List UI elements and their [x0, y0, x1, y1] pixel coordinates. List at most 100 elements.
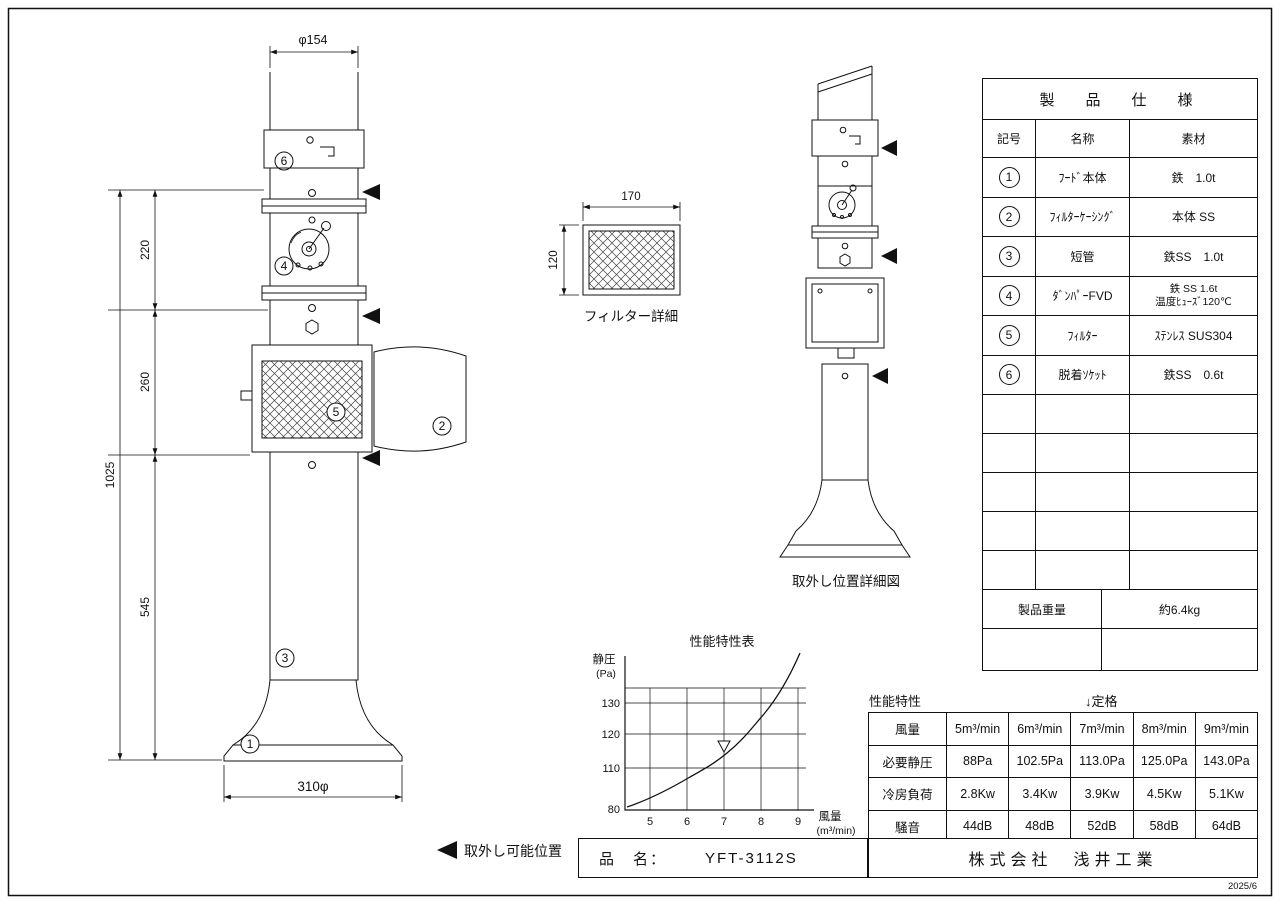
- filter-mesh: [588, 230, 675, 290]
- perf-cell: 113.0Pa: [1070, 745, 1132, 777]
- x-tick: 6: [684, 816, 690, 828]
- page-border: [7, 7, 1273, 897]
- perf-cell: 88Pa: [946, 745, 1008, 777]
- perf-cell: 5m³/min: [946, 713, 1008, 745]
- perf-cell: 64dB: [1194, 810, 1257, 842]
- perf-cell: 7m³/min: [1070, 713, 1132, 745]
- filter-mesh: [261, 360, 363, 439]
- dim-seg-top: 220: [138, 240, 152, 260]
- callout-damper: 4: [281, 259, 288, 273]
- dim-seg-mid: 260: [138, 372, 152, 392]
- perf-cell: 125.0Pa: [1132, 745, 1195, 777]
- spec-name: 短管: [1035, 237, 1129, 276]
- callout-circle: [326, 402, 346, 422]
- company-box: 株式会社 浅井工業: [868, 838, 1258, 878]
- perf-cell: 6m³/min: [1008, 713, 1070, 745]
- callout-door: 2: [439, 419, 446, 433]
- perf-row-label: 必要静圧: [882, 755, 933, 770]
- x-tick: 7: [721, 816, 727, 828]
- callout-circle: [432, 416, 452, 436]
- dim-bottom-diameter: 310φ: [297, 779, 329, 794]
- perf-cell: 2.8Kw: [946, 778, 1008, 810]
- x-axis-unit: (m³/min): [816, 825, 855, 837]
- part-number: YFT-3112S: [705, 849, 798, 867]
- callout-socket: 6: [281, 154, 288, 168]
- part-name-box: 品 名： YFT-3112S: [578, 838, 868, 878]
- dim-seg-bottom: 545: [138, 597, 152, 617]
- filter-detail-title: フィルター詳細: [584, 309, 678, 324]
- callout-circle: [275, 648, 295, 668]
- spec-empty-row: [983, 511, 1257, 550]
- x-tick: 5: [647, 816, 653, 828]
- dim-total-height: 1025: [103, 461, 117, 488]
- spec-material: ｽﾃﾝﾚｽ SUS304: [1129, 316, 1257, 355]
- spec-name: 脱着ｿｹｯﾄ: [1035, 355, 1129, 394]
- y-tick: 110: [602, 763, 620, 775]
- rated-point-marker-icon: [717, 740, 731, 754]
- performance-curve: [626, 652, 801, 808]
- perf-cell: 8m³/min: [1132, 713, 1195, 745]
- perf-row-cooling-load: 冷房負荷 2.8Kw 3.4Kw 3.9Kw 4.5Kw 5.1Kw: [869, 777, 1257, 810]
- removal-position-view: 取外し位置詳細図: [779, 65, 911, 589]
- callout-circle: [274, 151, 294, 171]
- spec-row: 2 ﾌｨﾙﾀｰｹｰｼﾝｸﾞ 本体 SS: [983, 196, 1257, 236]
- perf-cell: 3.9Kw: [1070, 778, 1132, 810]
- perf-cell: 3.4Kw: [1008, 778, 1070, 810]
- perf-section-label: 性能特性: [869, 694, 922, 709]
- perf-cell: 5.1Kw: [1194, 778, 1257, 810]
- perf-cell: 4.5Kw: [1132, 778, 1195, 810]
- perf-row-label: 冷房負荷: [882, 788, 933, 803]
- spec-empty-row: [983, 628, 1257, 670]
- drawing-date: 2025/6: [1228, 881, 1257, 892]
- perf-row-airflow: 風量 5m³/min 6m³/min 7m³/min 8m³/min 9m³/m…: [869, 713, 1257, 745]
- spec-name: ﾀﾞﾝﾊﾟｰFVD: [1035, 276, 1129, 315]
- spec-symbol: 3: [983, 237, 1035, 276]
- spec-name: ﾌｨﾙﾀｰ: [1035, 316, 1129, 355]
- spec-material: 鉄 SS 1.6t 温度ﾋｭｰｽﾞ120℃: [1129, 276, 1257, 315]
- removable-position-marker-icon: [872, 368, 888, 384]
- perf-row-label: 風量: [894, 723, 920, 738]
- spec-symbol: 1: [983, 158, 1035, 197]
- perf-cell: 48dB: [1008, 810, 1070, 842]
- spec-symbol: 5: [983, 316, 1035, 355]
- perf-cell: 44dB: [946, 810, 1008, 842]
- removable-position-marker-icon: [437, 841, 457, 859]
- perf-cell: 52dB: [1070, 810, 1132, 842]
- removable-position-marker-icon: [362, 450, 380, 466]
- callout-filter: 5: [333, 405, 340, 419]
- removable-position-label: 取外し可能位置: [464, 843, 562, 859]
- y-tick: 130: [602, 698, 620, 710]
- spec-row: 6 脱着ｿｹｯﾄ 鉄SS 0.6t: [983, 354, 1257, 394]
- spec-material: 鉄SS 1.0t: [1129, 237, 1257, 276]
- spec-symbol: 4: [983, 277, 1035, 316]
- circled-number: 3: [998, 245, 1020, 267]
- y-axis-unit: (Pa): [596, 668, 616, 680]
- perf-cell: 102.5Pa: [1008, 745, 1070, 777]
- removable-position-marker-icon: [362, 308, 380, 324]
- removable-position-marker-icon: [362, 184, 380, 200]
- spec-name: ﾌｨﾙﾀｰｹｰｼﾝｸﾞ: [1035, 197, 1129, 236]
- performance-table: 風量 5m³/min 6m³/min 7m³/min 8m³/min 9m³/m…: [868, 712, 1258, 843]
- spec-row: 3 短管 鉄SS 1.0t: [983, 236, 1257, 276]
- spec-empty-row: [983, 394, 1257, 433]
- spec-weight-row: 製品重量 約6.4kg: [983, 589, 1257, 628]
- spec-table: 製 品 仕 様 記号 名称 素材 1 ﾌｰﾄﾞ本体 鉄 1.0t 2 ﾌｨﾙﾀｰ…: [982, 78, 1258, 671]
- removable-position-marker-icon: [881, 248, 897, 264]
- y-axis-label: 静圧: [593, 652, 616, 666]
- dim-top-diameter: φ154: [299, 33, 328, 47]
- performance-chart: 性能特性表 130 120 110 80 5 6 7 8 9 静圧 (Pa) 風…: [593, 634, 856, 837]
- spec-header-symbol: 記号: [996, 132, 1021, 146]
- spec-empty-row: [983, 472, 1257, 511]
- perf-cell: 58dB: [1132, 810, 1195, 842]
- removable-position-legend: 取外し可能位置: [437, 841, 562, 859]
- x-axis-label: 風量: [819, 810, 842, 823]
- weight-label: 製品重量: [1017, 602, 1066, 617]
- x-tick: 9: [795, 816, 801, 828]
- x-tick: 8: [758, 816, 764, 828]
- removal-view-title: 取外し位置詳細図: [792, 574, 900, 589]
- spec-empty-row: [983, 550, 1257, 589]
- spec-material: 鉄 1.0t: [1129, 158, 1257, 197]
- casing-door: [373, 346, 467, 452]
